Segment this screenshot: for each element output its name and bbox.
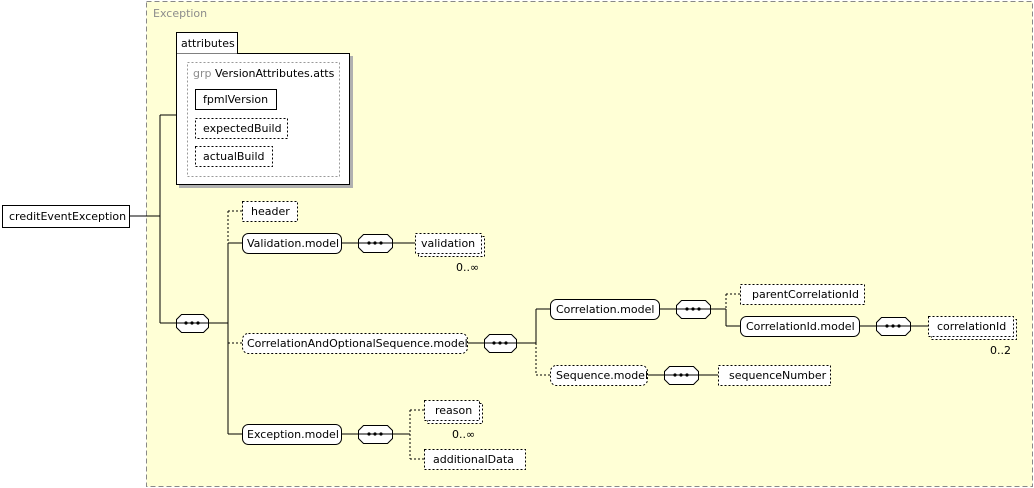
attribute-label: expectedBuild xyxy=(203,122,282,135)
sequence-connector-validation[interactable] xyxy=(358,234,393,253)
sequence-connector-sequence[interactable] xyxy=(664,366,699,385)
element-validation[interactable]: validation 0..∞ xyxy=(415,233,485,275)
group-prefix: grp xyxy=(193,67,212,80)
attribute-label: fpmlVersion xyxy=(203,93,268,106)
element-label: header xyxy=(251,205,290,218)
root-element-creditEventException[interactable]: creditEventException xyxy=(2,205,130,228)
attributes-title: attributes xyxy=(181,37,235,50)
group-exception-model[interactable]: Exception.model xyxy=(242,424,342,445)
sequence-connector-correlation-id[interactable] xyxy=(876,317,911,336)
attribute-label: actualBuild xyxy=(203,150,264,163)
group-label: Sequence.model xyxy=(556,369,648,382)
element-label: additionalData xyxy=(433,453,514,466)
type-panel-label: Exception xyxy=(153,7,207,20)
group-name: VersionAttributes.atts xyxy=(215,67,335,80)
group-sequence-model[interactable]: Sequence.model xyxy=(550,365,649,386)
group-validation-model[interactable]: Validation.model xyxy=(242,233,342,254)
group-label: CorrelationAndOptionalSequence.model xyxy=(247,337,468,350)
attribute-actualBuild[interactable]: actualBuild xyxy=(195,146,273,167)
attribute-expectedBuild[interactable]: expectedBuild xyxy=(195,118,288,139)
group-correlation-model[interactable]: Correlation.model xyxy=(550,299,660,320)
attribute-fpmlVersion[interactable]: fpmlVersion xyxy=(195,89,277,110)
element-header[interactable]: header xyxy=(242,201,298,222)
element-label: validation xyxy=(421,237,475,250)
group-label: CorrelationId.model xyxy=(746,320,855,333)
element-label: reason xyxy=(435,404,472,417)
sequence-connector-correlation-and-sequence[interactable] xyxy=(484,334,517,353)
attributes-panel: attributes grp VersionAttributes.atts fp… xyxy=(176,32,353,188)
group-label: Correlation.model xyxy=(556,303,654,316)
sequence-connector-main[interactable] xyxy=(176,314,209,333)
group-label: Exception.model xyxy=(247,428,339,441)
cardinality-label: 0..2 xyxy=(990,344,1011,357)
element-label: sequenceNumber xyxy=(729,369,827,382)
root-element-label: creditEventException xyxy=(9,210,126,223)
cardinality-label: 0..∞ xyxy=(456,261,479,274)
element-reason[interactable]: reason 0..∞ xyxy=(424,400,483,442)
group-correlation-and-optional-sequence-model[interactable]: CorrelationAndOptionalSequence.model xyxy=(242,333,468,354)
cardinality-label: 0..∞ xyxy=(452,428,475,441)
element-correlationId[interactable]: correlationId 0..2 xyxy=(928,316,1017,358)
element-sequenceNumber[interactable]: sequenceNumber xyxy=(718,365,831,386)
sequence-connector-correlation[interactable] xyxy=(676,300,711,319)
element-label: correlationId xyxy=(937,320,1006,333)
group-correlation-id-model[interactable]: CorrelationId.model xyxy=(740,316,860,337)
group-label: Validation.model xyxy=(247,237,339,250)
connector-lines xyxy=(130,114,928,460)
sequence-connector-exception[interactable] xyxy=(358,425,393,444)
element-label: parentCorrelationId xyxy=(752,288,859,301)
element-parentCorrelationId[interactable]: parentCorrelationId xyxy=(740,284,865,305)
element-additionalData[interactable]: additionalData xyxy=(424,449,526,470)
